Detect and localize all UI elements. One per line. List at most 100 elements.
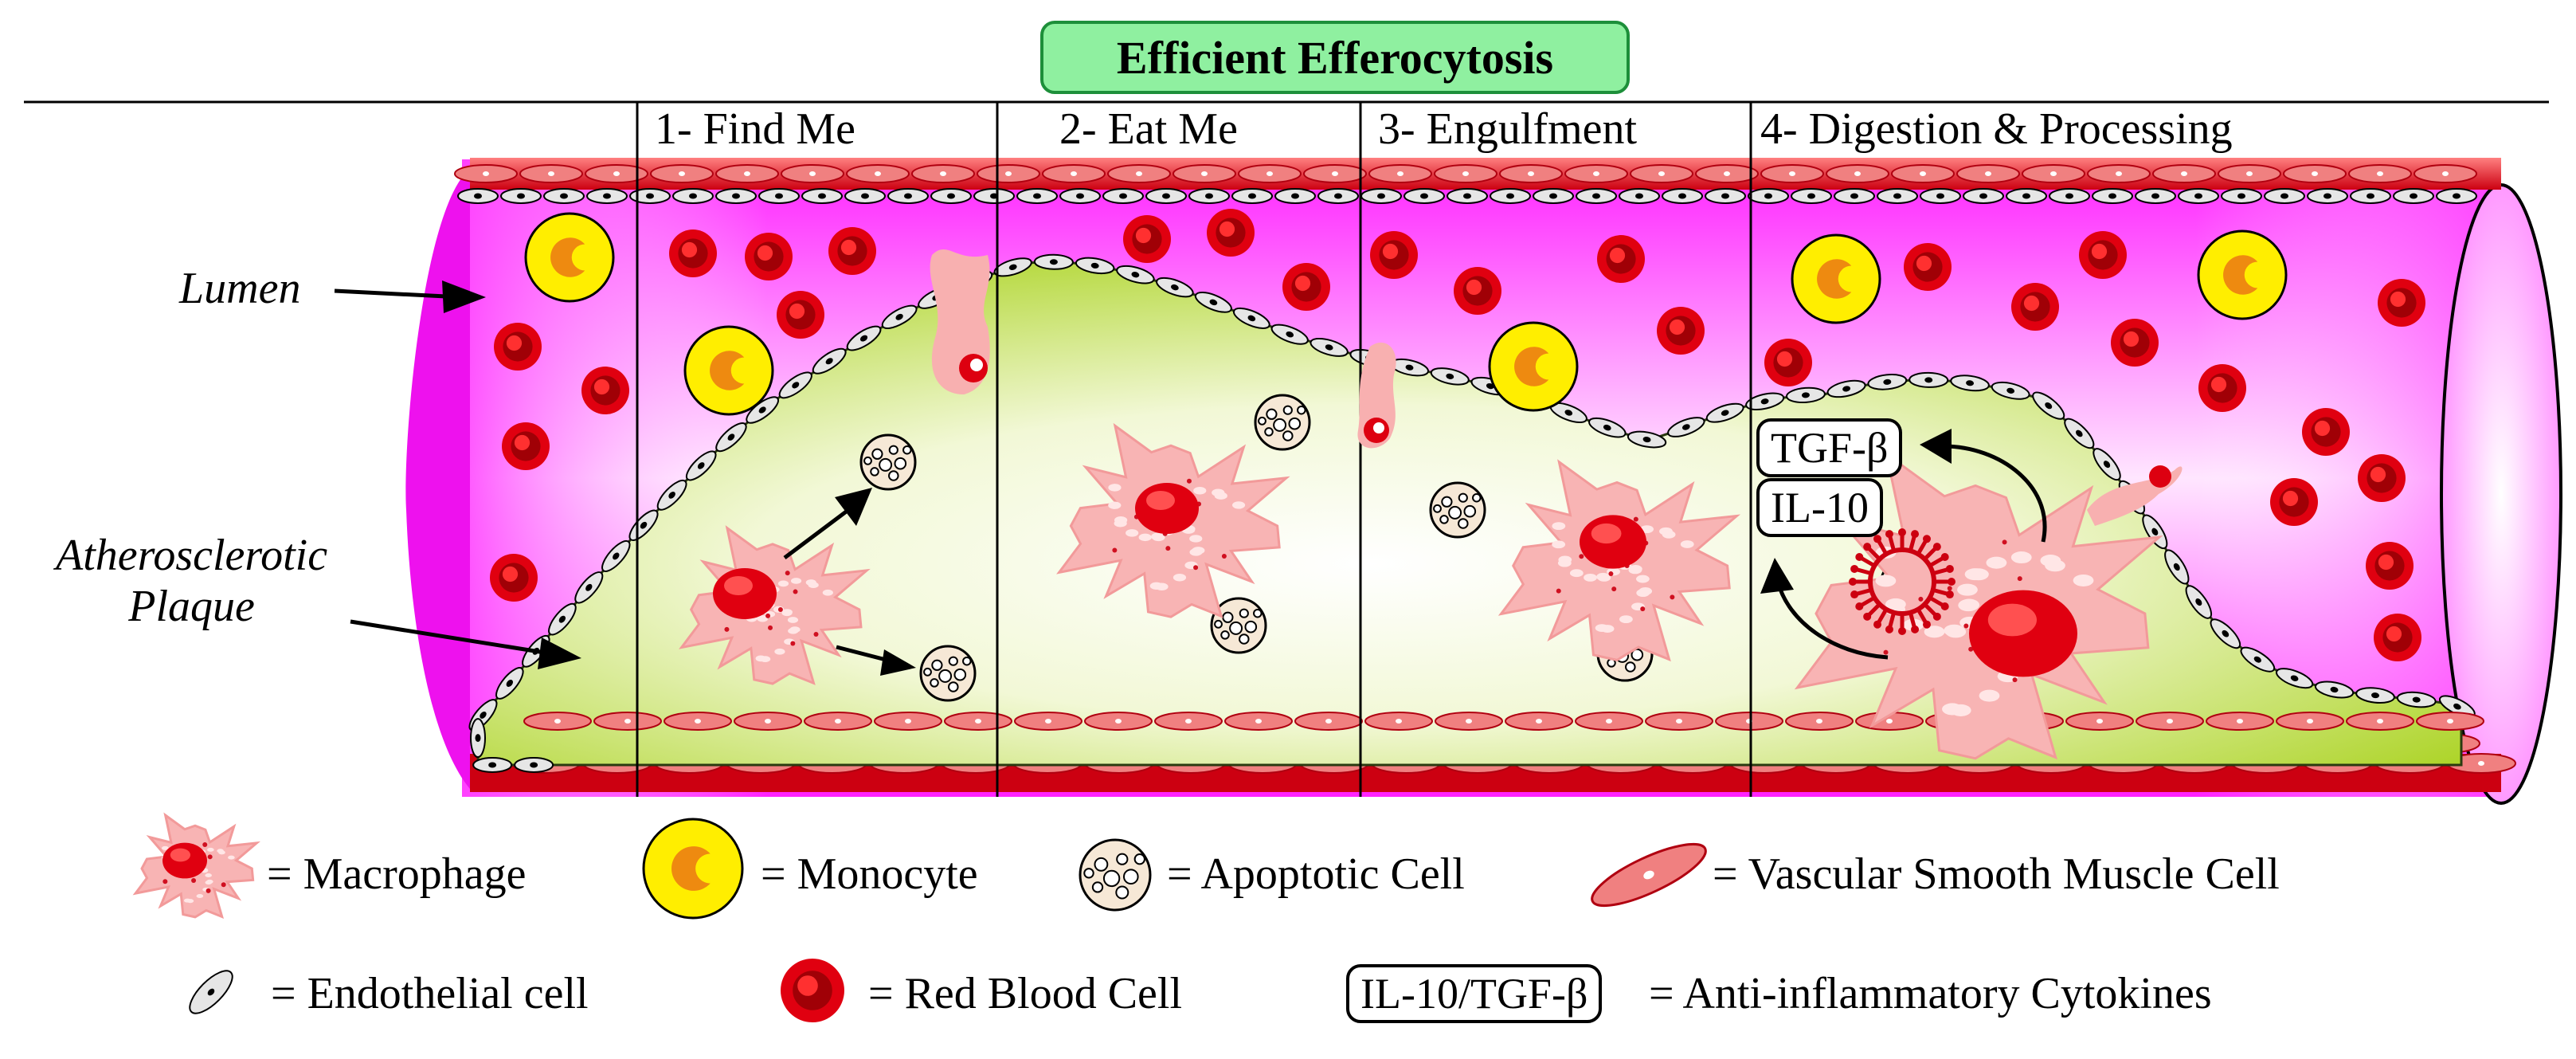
endothelial-cell: [2006, 188, 2047, 204]
endothelial-cell: [672, 188, 714, 204]
smooth-muscle-cell: [1715, 712, 1783, 731]
smooth-muscle-cell: [2414, 164, 2477, 183]
smooth-muscle-cell: [911, 164, 975, 183]
endothelial-cell: [495, 667, 524, 700]
endothelial-cell: [1786, 386, 1826, 404]
endothelial-cell: [778, 371, 812, 399]
smooth-muscle-cell: [585, 164, 648, 183]
endothelial-cell: [2049, 188, 2090, 204]
macrophage: [1056, 422, 1290, 618]
smooth-muscle-cell: [523, 712, 592, 731]
smooth-muscle-cell: [1294, 712, 1363, 731]
smooth-muscle-cell: [1505, 712, 1573, 731]
endothelial-cell: [2210, 618, 2241, 649]
red-blood-cell: [2111, 319, 2159, 367]
endothelial-cell: [548, 602, 577, 636]
red-blood-cell: [1904, 243, 1952, 291]
red-blood-cell: [2378, 279, 2425, 327]
smooth-muscle-cell: [2065, 712, 2134, 731]
endothelial-cell: [1270, 324, 1309, 345]
endothelial-cell: [1059, 188, 1101, 204]
endothelial-cell: [1834, 188, 1875, 204]
legend-rbc: = Red Blood Cell: [868, 969, 1183, 1018]
legend-cytokine: = Anti-inflammatory Cytokines: [1649, 969, 2212, 1018]
endothelial-cell: [1991, 381, 2030, 400]
endothelial-cell: [1310, 337, 1349, 357]
endothelial-cell: [2142, 514, 2168, 550]
endothelial-cell: [470, 718, 486, 759]
tgf-beta-label: TGF-β: [1756, 418, 1903, 477]
endothelial-cell: [1430, 367, 1470, 386]
endothelial-cell: [2178, 188, 2219, 204]
smooth-muscle-cell: [2087, 164, 2151, 183]
smooth-muscle-cell: [2283, 164, 2347, 183]
endothelial-cell: [1867, 374, 1908, 390]
apoptotic-cell: [1429, 481, 1486, 539]
smooth-muscle-cell: [1364, 712, 1433, 731]
endothelial-cell: [1075, 257, 1115, 275]
endothelial-cell: [1533, 188, 1574, 204]
monocyte: [1791, 233, 1881, 324]
endothelial-cell: [1619, 188, 1660, 204]
endothelial-cell: [1950, 375, 1990, 392]
phagocytic-cup: [1849, 528, 1955, 635]
monocyte: [524, 212, 615, 303]
red-blood-cell: [1123, 215, 1171, 263]
endothelial-cell: [2355, 687, 2395, 704]
endothelial-cell: [801, 188, 843, 204]
endothelial-cell: [1909, 371, 1949, 388]
smooth-muscle-cell: [1645, 712, 1713, 731]
red-blood-cell: [2270, 478, 2318, 526]
smooth-muscle-cell: [2218, 164, 2281, 183]
smooth-muscle-cell: [874, 712, 942, 731]
smooth-muscle-cell: [1826, 164, 1889, 183]
transmigrating-cell: [1357, 342, 1396, 449]
red-blood-cell: [828, 227, 876, 275]
endothelial-cell: [1156, 277, 1194, 298]
endothelial-cell: [1188, 188, 1230, 204]
apoptotic-cell: [859, 433, 917, 491]
endothelial-cell: [1116, 265, 1155, 284]
smooth-muscle-cell: [715, 164, 779, 183]
transmigrating-cell: [930, 249, 990, 394]
endothelial-cell: [1033, 253, 1074, 270]
endothelial-cell: [1145, 188, 1187, 204]
endothelial-cell: [1963, 188, 2004, 204]
smooth-muscle-cell: [1107, 164, 1171, 183]
il10-label: IL-10: [1756, 478, 1883, 537]
endothelial-cell: [685, 450, 717, 481]
legend-cytokine-box: IL-10/TGF-β: [1346, 964, 1603, 1023]
endothelial-cell: [500, 188, 542, 204]
endothelial-cell: [1877, 188, 1918, 204]
endothelial-cell: [1490, 188, 1531, 204]
smooth-muscle-cell: [1891, 164, 1955, 183]
endothelial-cell: [543, 188, 585, 204]
legend-endothelial: = Endothelial cell: [271, 969, 589, 1018]
endothelial-cell: [656, 479, 687, 511]
red-blood-cell: [1764, 339, 1812, 386]
endothelial-cell: [1274, 188, 1316, 204]
endothelial-cell: [472, 757, 513, 773]
endothelial-cell: [2032, 391, 2065, 420]
smooth-muscle-cell: [804, 712, 872, 731]
red-blood-cell: [1282, 263, 1330, 311]
endothelial-cell: [846, 325, 882, 351]
red-blood-cell: [745, 233, 793, 280]
step-eat-me: 2- Eat Me: [1059, 104, 1238, 154]
smooth-muscle-cell: [1084, 712, 1153, 731]
step-dividers: [636, 102, 1752, 797]
endothelial-cell: [629, 188, 671, 204]
smooth-muscle-cell: [1564, 164, 1628, 183]
endothelial-cell: [1588, 417, 1627, 438]
red-blood-cell: [581, 367, 629, 414]
step-engulfment: 3- Engulfment: [1378, 104, 1638, 154]
endothelial-cell: [2221, 188, 2262, 204]
lumen-label: Lumen: [179, 264, 301, 313]
endothelial-cell: [2436, 188, 2477, 204]
endothelial-cell: [1745, 392, 1785, 411]
endothelial-cell: [2135, 188, 2176, 204]
red-blood-cell: [669, 229, 717, 277]
smooth-muscle-cell: [2416, 712, 2484, 731]
endothelial-cell: [514, 757, 554, 773]
endothelial-cell: [1231, 188, 1273, 204]
